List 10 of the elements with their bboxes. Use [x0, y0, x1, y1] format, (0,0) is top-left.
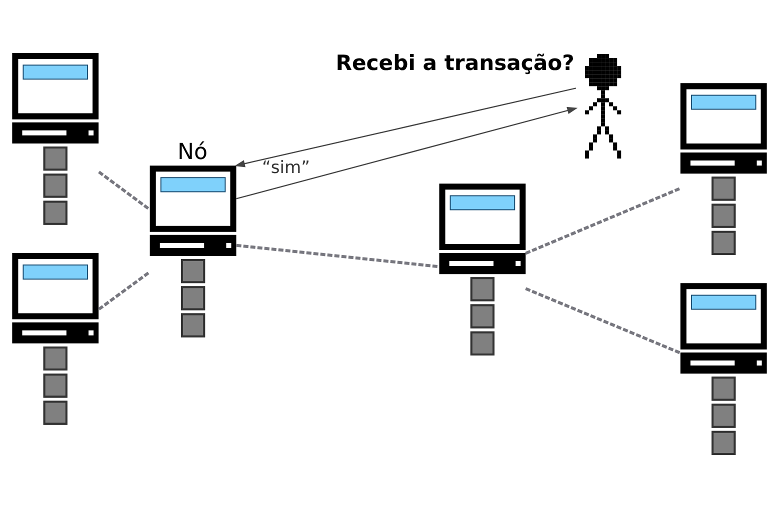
connector	[525, 186, 681, 254]
connector	[98, 270, 151, 310]
arrow	[234, 87, 576, 167]
connector	[525, 286, 681, 354]
arrow	[236, 106, 578, 199]
node-label: Recebi a transação?	[336, 49, 574, 74]
edge-label: “sim”	[262, 158, 310, 178]
connector	[236, 243, 440, 268]
node-label: Nó	[177, 138, 208, 165]
connector	[98, 170, 151, 210]
